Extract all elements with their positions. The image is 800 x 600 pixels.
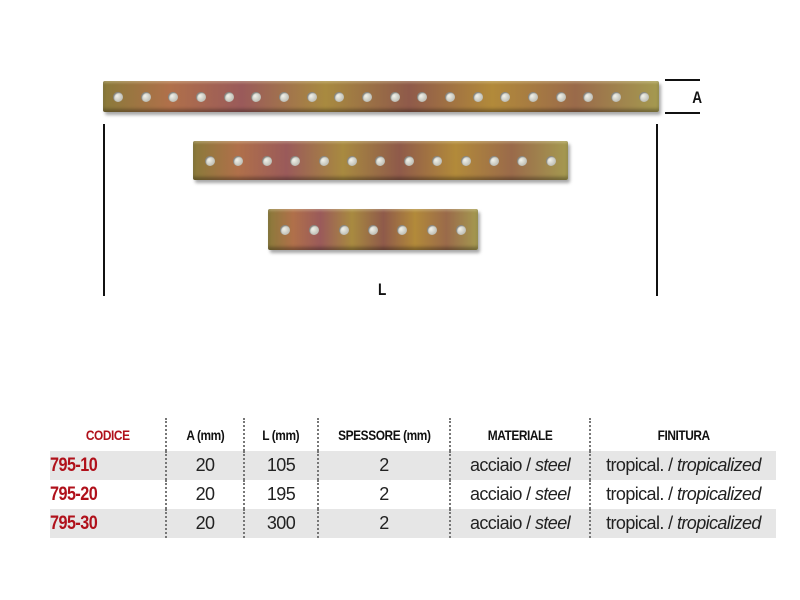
material-it: acciaio / bbox=[469, 513, 535, 533]
hole bbox=[205, 155, 215, 166]
header-spessore: SPESSORE (mm) bbox=[317, 418, 450, 451]
hole bbox=[367, 224, 378, 235]
hole bbox=[251, 91, 262, 102]
perforated-bar-medium bbox=[193, 141, 568, 180]
finish-en: tropicalized bbox=[676, 484, 761, 504]
hole bbox=[517, 155, 528, 166]
product-code: 795-10 bbox=[50, 451, 166, 480]
table-header-row: CODICE A (mm) L (mm) SPESSORE (mm) MATER… bbox=[50, 418, 776, 451]
width-value: 20 bbox=[165, 451, 244, 480]
header-finitura: FINITURA bbox=[589, 418, 776, 451]
hole bbox=[196, 91, 207, 102]
hole bbox=[397, 224, 408, 235]
hole bbox=[389, 91, 400, 102]
product-code: 795-30 bbox=[50, 509, 166, 538]
hole bbox=[113, 91, 123, 102]
material-en: steel bbox=[535, 455, 571, 475]
hole bbox=[168, 91, 179, 102]
finish-en: tropicalized bbox=[676, 455, 761, 475]
hole bbox=[279, 91, 290, 102]
hole bbox=[432, 155, 443, 166]
material-en: steel bbox=[535, 513, 571, 533]
hole bbox=[290, 155, 301, 166]
length-dimension-right-line bbox=[656, 124, 658, 296]
perforated-bar-short bbox=[268, 209, 478, 250]
length-dimension-left-line bbox=[103, 124, 105, 296]
header-a: A (mm) bbox=[165, 418, 244, 451]
hole bbox=[638, 91, 649, 102]
hole bbox=[334, 91, 345, 102]
hole bbox=[309, 224, 320, 235]
header-l: L (mm) bbox=[243, 418, 318, 451]
finish-value: tropical. / tropicalized bbox=[589, 480, 776, 509]
hole bbox=[460, 155, 471, 166]
hole bbox=[611, 91, 622, 102]
hole bbox=[403, 155, 414, 166]
hole bbox=[417, 91, 428, 102]
finish-en: tropicalized bbox=[676, 513, 761, 533]
width-dimension-top-line bbox=[665, 79, 700, 81]
product-code: 795-20 bbox=[50, 483, 98, 505]
hole bbox=[500, 91, 511, 102]
width-value: 20 bbox=[165, 480, 244, 509]
material-en: steel bbox=[535, 484, 571, 504]
hole bbox=[261, 155, 272, 166]
material-value: acciaio / steel bbox=[449, 480, 590, 509]
finish-value: tropical. / tropicalized bbox=[589, 509, 776, 538]
perforated-bar-long bbox=[103, 81, 659, 112]
hole bbox=[455, 224, 466, 235]
hole bbox=[233, 155, 244, 166]
hole bbox=[140, 91, 151, 102]
thickness-value: 2 bbox=[317, 509, 450, 538]
material-value: acciaio / steel bbox=[449, 451, 590, 480]
hole bbox=[555, 91, 566, 102]
header-codice: CODICE bbox=[85, 426, 130, 443]
hole bbox=[445, 91, 456, 102]
width-label: A bbox=[692, 88, 703, 107]
finish-it: tropical. / bbox=[606, 484, 677, 504]
thickness-value: 2 bbox=[317, 451, 450, 480]
length-value: 195 bbox=[243, 480, 318, 509]
finish-it: tropical. / bbox=[606, 513, 677, 533]
finish-value: tropical. / tropicalized bbox=[589, 451, 776, 480]
hole bbox=[306, 91, 317, 102]
hole bbox=[375, 155, 386, 166]
hole bbox=[472, 91, 483, 102]
length-value: 105 bbox=[243, 451, 318, 480]
hole bbox=[318, 155, 329, 166]
header-materiale: MATERIALE bbox=[449, 418, 590, 451]
material-it: acciaio / bbox=[469, 484, 535, 504]
hole bbox=[545, 155, 556, 166]
hole bbox=[583, 91, 594, 102]
length-label: L bbox=[378, 280, 387, 299]
hole bbox=[280, 224, 290, 235]
hole bbox=[426, 224, 437, 235]
width-value: 20 bbox=[165, 509, 244, 538]
hole bbox=[338, 224, 349, 235]
thickness-value: 2 bbox=[317, 480, 450, 509]
material-value: acciaio / steel bbox=[449, 509, 590, 538]
hole bbox=[489, 155, 500, 166]
finish-it: tropical. / bbox=[606, 455, 677, 475]
product-table: CODICE A (mm) L (mm) SPESSORE (mm) MATER… bbox=[50, 418, 776, 538]
width-dimension-bottom-line bbox=[665, 112, 700, 114]
hole bbox=[347, 155, 358, 166]
material-it: acciaio / bbox=[469, 455, 535, 475]
length-value: 300 bbox=[243, 509, 318, 538]
hole bbox=[528, 91, 539, 102]
hole bbox=[223, 91, 234, 102]
hole bbox=[362, 91, 373, 102]
